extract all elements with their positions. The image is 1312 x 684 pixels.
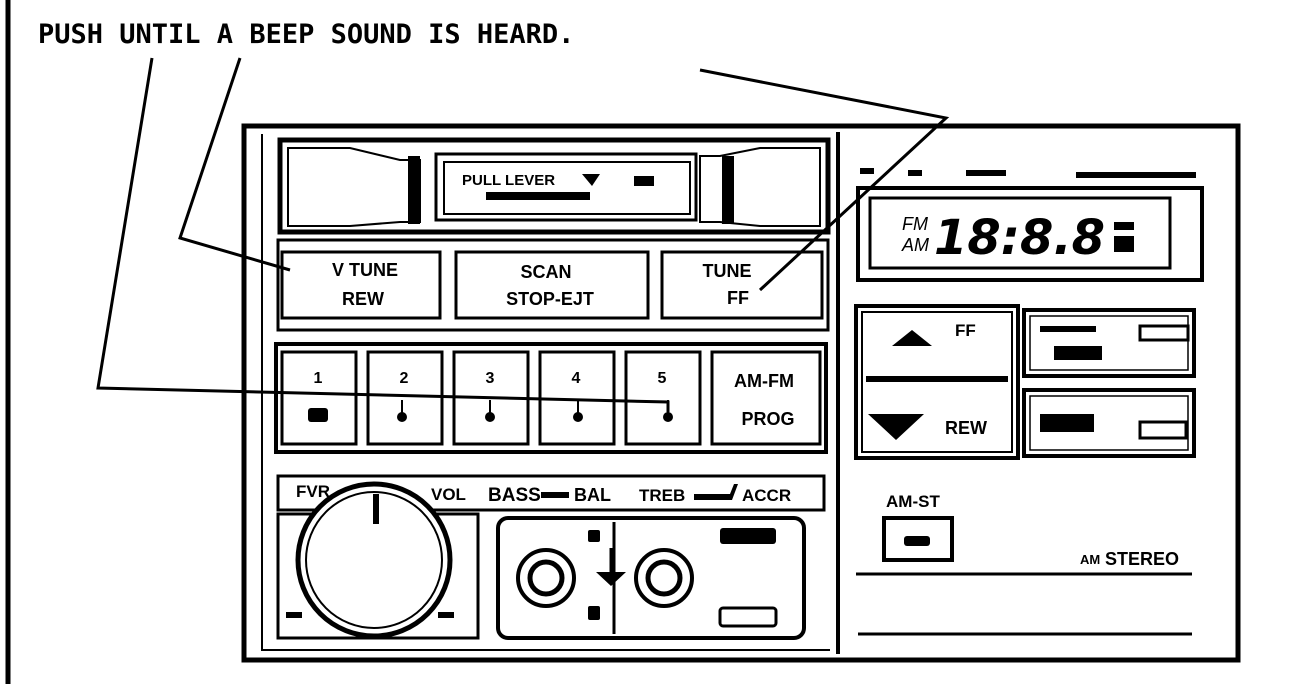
amfm-prog-button[interactable]: AM-FM PROG <box>710 350 822 446</box>
am-st-button[interactable]: AM-ST <box>882 492 954 562</box>
vtune-rew-button[interactable]: V TUNE REW <box>276 238 830 332</box>
amfm-label: AM-FM <box>734 371 794 391</box>
preset-5-label: 5 <box>658 370 667 387</box>
cassette-door[interactable]: PULL LEVER <box>277 137 831 235</box>
stop-ejt-label: STOP-EJT <box>506 289 594 309</box>
tune-ff-button[interactable]: TUNE FF <box>660 250 824 320</box>
am-stereo-prefix: AM <box>1080 552 1100 567</box>
tone-label-strip: FVR VOL BASS BAL TREB ACCR <box>276 474 826 512</box>
bal-label: BAL <box>574 485 611 505</box>
volume-knob[interactable] <box>295 481 453 639</box>
pull-lever-handle[interactable] <box>486 192 590 200</box>
bass-label: BASS <box>488 485 541 506</box>
preset-1-label: 1 <box>314 370 323 387</box>
vol-label: VOL <box>431 485 466 504</box>
band-am-label: AM <box>901 235 929 255</box>
am-stereo-label: STEREO <box>1105 549 1179 569</box>
bass-knob[interactable] <box>516 548 576 608</box>
scan-label: SCAN <box>520 262 571 282</box>
seek-down-icon <box>868 414 924 440</box>
seek-button[interactable]: FF REW <box>854 304 1020 460</box>
frequency-display: FM AM 18:8.8 <box>856 186 1204 282</box>
function-button-upper[interactable] <box>1022 308 1196 378</box>
bass-treble-panel <box>496 516 806 640</box>
function-button-lower[interactable] <box>1022 388 1196 458</box>
pull-lever-label: PULL LEVER <box>462 172 555 189</box>
leader-lines <box>96 57 950 412</box>
preset-3-label: 3 <box>486 370 495 387</box>
preset-2-label: 2 <box>400 370 409 387</box>
frequency-readout: 18:8.8 <box>934 210 1105 266</box>
scan-stop-ejt-button[interactable]: SCAN STOP-EJT <box>454 250 650 320</box>
preset-4-label: 4 <box>572 370 581 387</box>
prog-label: PROG <box>741 409 794 429</box>
volume-knob-panel <box>276 481 480 640</box>
preset-button-2[interactable]: 2 <box>366 350 444 446</box>
treble-knob[interactable] <box>634 548 694 608</box>
am-st-label: AM-ST <box>886 492 940 511</box>
preset-button-1[interactable]: 1 <box>280 350 358 446</box>
fvr-label: FVR <box>296 482 330 501</box>
vtune-label: V TUNE <box>332 260 398 280</box>
rew-label: REW <box>342 289 384 309</box>
treb-label: TREB <box>639 486 685 505</box>
balance-lever[interactable] <box>596 548 626 586</box>
lever-arrow-icon <box>582 174 600 186</box>
display-header-marks <box>860 168 1196 178</box>
band-fm-label: FM <box>902 214 928 234</box>
accr-label: ACCR <box>742 486 791 505</box>
tune-label: TUNE <box>703 261 752 281</box>
preset-button-5[interactable]: 5 <box>624 350 702 446</box>
seek-up-icon <box>892 330 932 346</box>
ff-label: FF <box>727 288 749 308</box>
seek-rew-label: REW <box>945 418 987 438</box>
instruction-caption: PUSH UNTIL A BEEP SOUND IS HEARD. <box>38 19 574 50</box>
seek-ff-label: FF <box>955 321 976 340</box>
